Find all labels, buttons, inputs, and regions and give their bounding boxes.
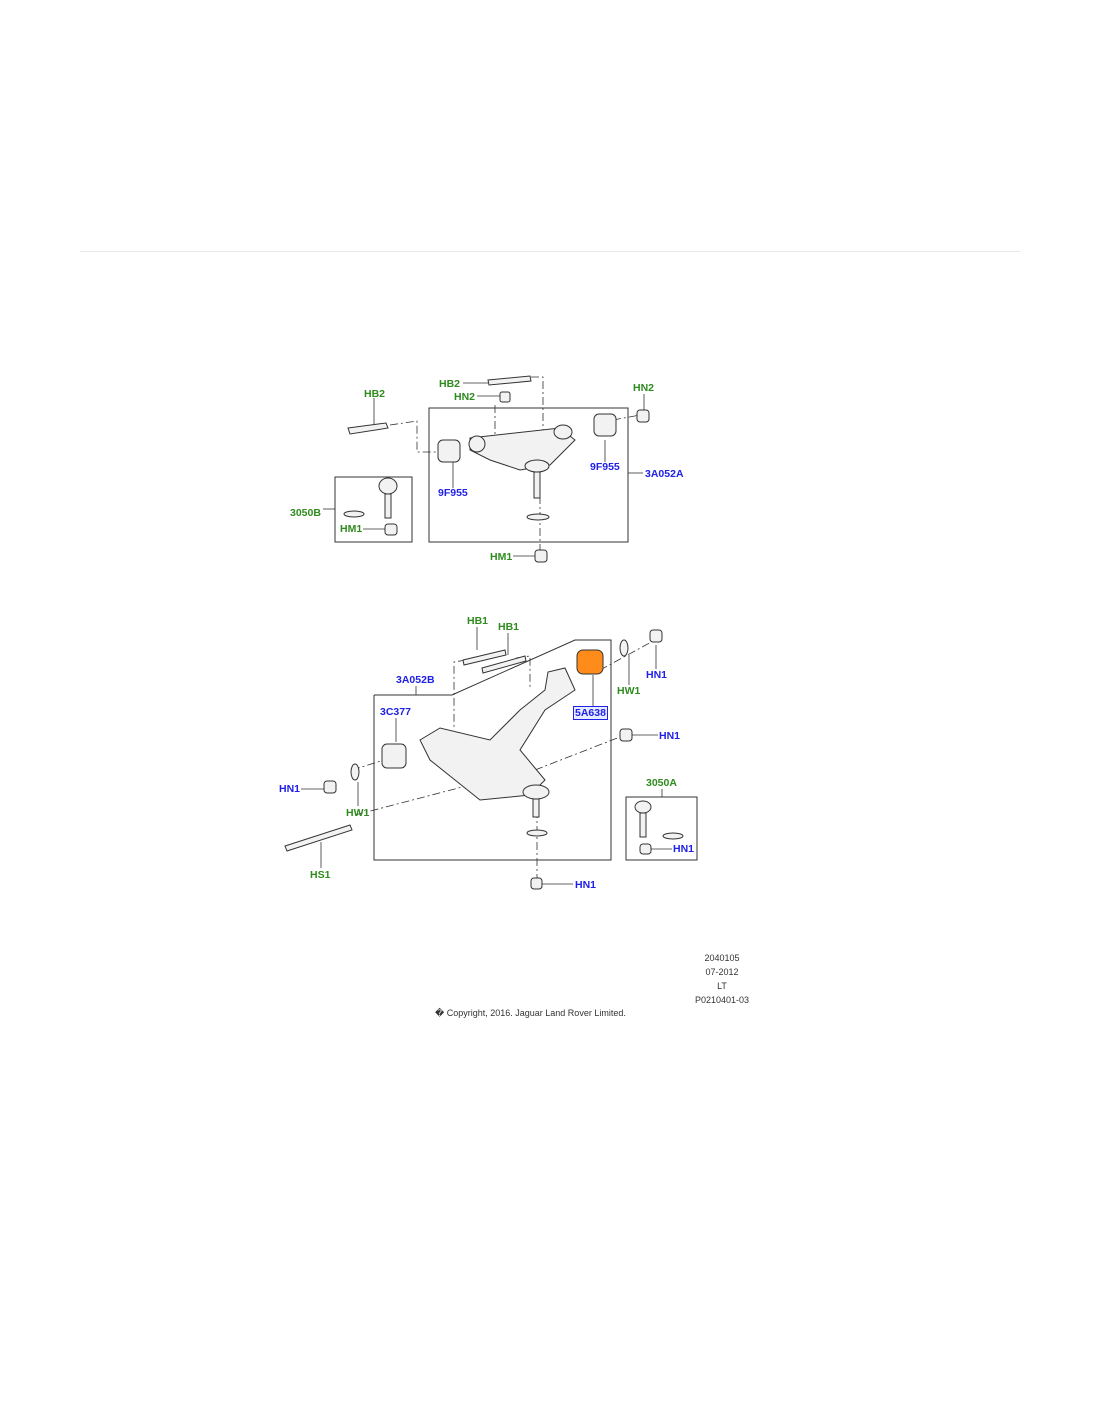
callout-hw1[interactable]: HW1: [346, 807, 370, 819]
callout-hn1[interactable]: HN1: [279, 783, 301, 795]
callout-hb1[interactable]: HB1: [467, 615, 489, 627]
illustration-date: 07-2012: [705, 967, 739, 977]
callout-hn1[interactable]: HN1: [575, 879, 597, 891]
callout-hn1[interactable]: HN1: [659, 730, 681, 742]
callout-hn2[interactable]: HN2: [454, 391, 476, 403]
callout-hn1[interactable]: HN1: [646, 669, 668, 681]
copyright-notice: � Copyright, 2016. Jaguar Land Rover Lim…: [435, 1008, 626, 1018]
callout-hm1[interactable]: HM1: [340, 523, 363, 535]
callout-hs1[interactable]: HS1: [310, 869, 331, 881]
illustration-side: LT: [717, 981, 727, 991]
illustration-code: 2040105: [704, 953, 740, 963]
lower-control-arm: [419, 667, 576, 801]
bushing-9f955: [437, 439, 461, 463]
callout-hm1[interactable]: HM1: [490, 551, 513, 563]
callout-hb1[interactable]: HB1: [498, 621, 520, 633]
callout-9f955[interactable]: 9F955: [590, 461, 620, 473]
callout-9f955[interactable]: 9F955: [438, 487, 468, 499]
bushing-9f955: [593, 413, 617, 437]
illustration-reference: P0210401-03: [694, 995, 750, 1005]
callout-hw1[interactable]: HW1: [617, 685, 641, 697]
callout-3a052b[interactable]: 3A052B: [396, 674, 435, 686]
callout-5a638-selected[interactable]: 5A638: [573, 706, 608, 720]
callout-3050b[interactable]: 3050B: [290, 507, 321, 519]
assembly-box-3a052a: [428, 407, 629, 543]
assembly-box-3a052b: [373, 639, 612, 861]
bushing-3c377: [381, 743, 407, 769]
callout-3a052a[interactable]: 3A052A: [645, 468, 684, 480]
callout-3c377[interactable]: 3C377: [380, 706, 411, 718]
highlighted-bushing-5a638: [576, 649, 604, 675]
bolt-hb2: [347, 422, 389, 435]
separator-line: [80, 251, 1020, 252]
callout-3050a[interactable]: 3050A: [646, 777, 677, 789]
callout-hn1[interactable]: HN1: [673, 843, 695, 855]
callout-hb2[interactable]: HB2: [439, 378, 461, 390]
kit-box-3050a: [625, 796, 698, 861]
kit-box-3050b: [334, 476, 413, 543]
callout-hb2[interactable]: HB2: [364, 388, 386, 400]
callout-hn2[interactable]: HN2: [633, 382, 655, 394]
bolt-hs1: [284, 824, 353, 852]
